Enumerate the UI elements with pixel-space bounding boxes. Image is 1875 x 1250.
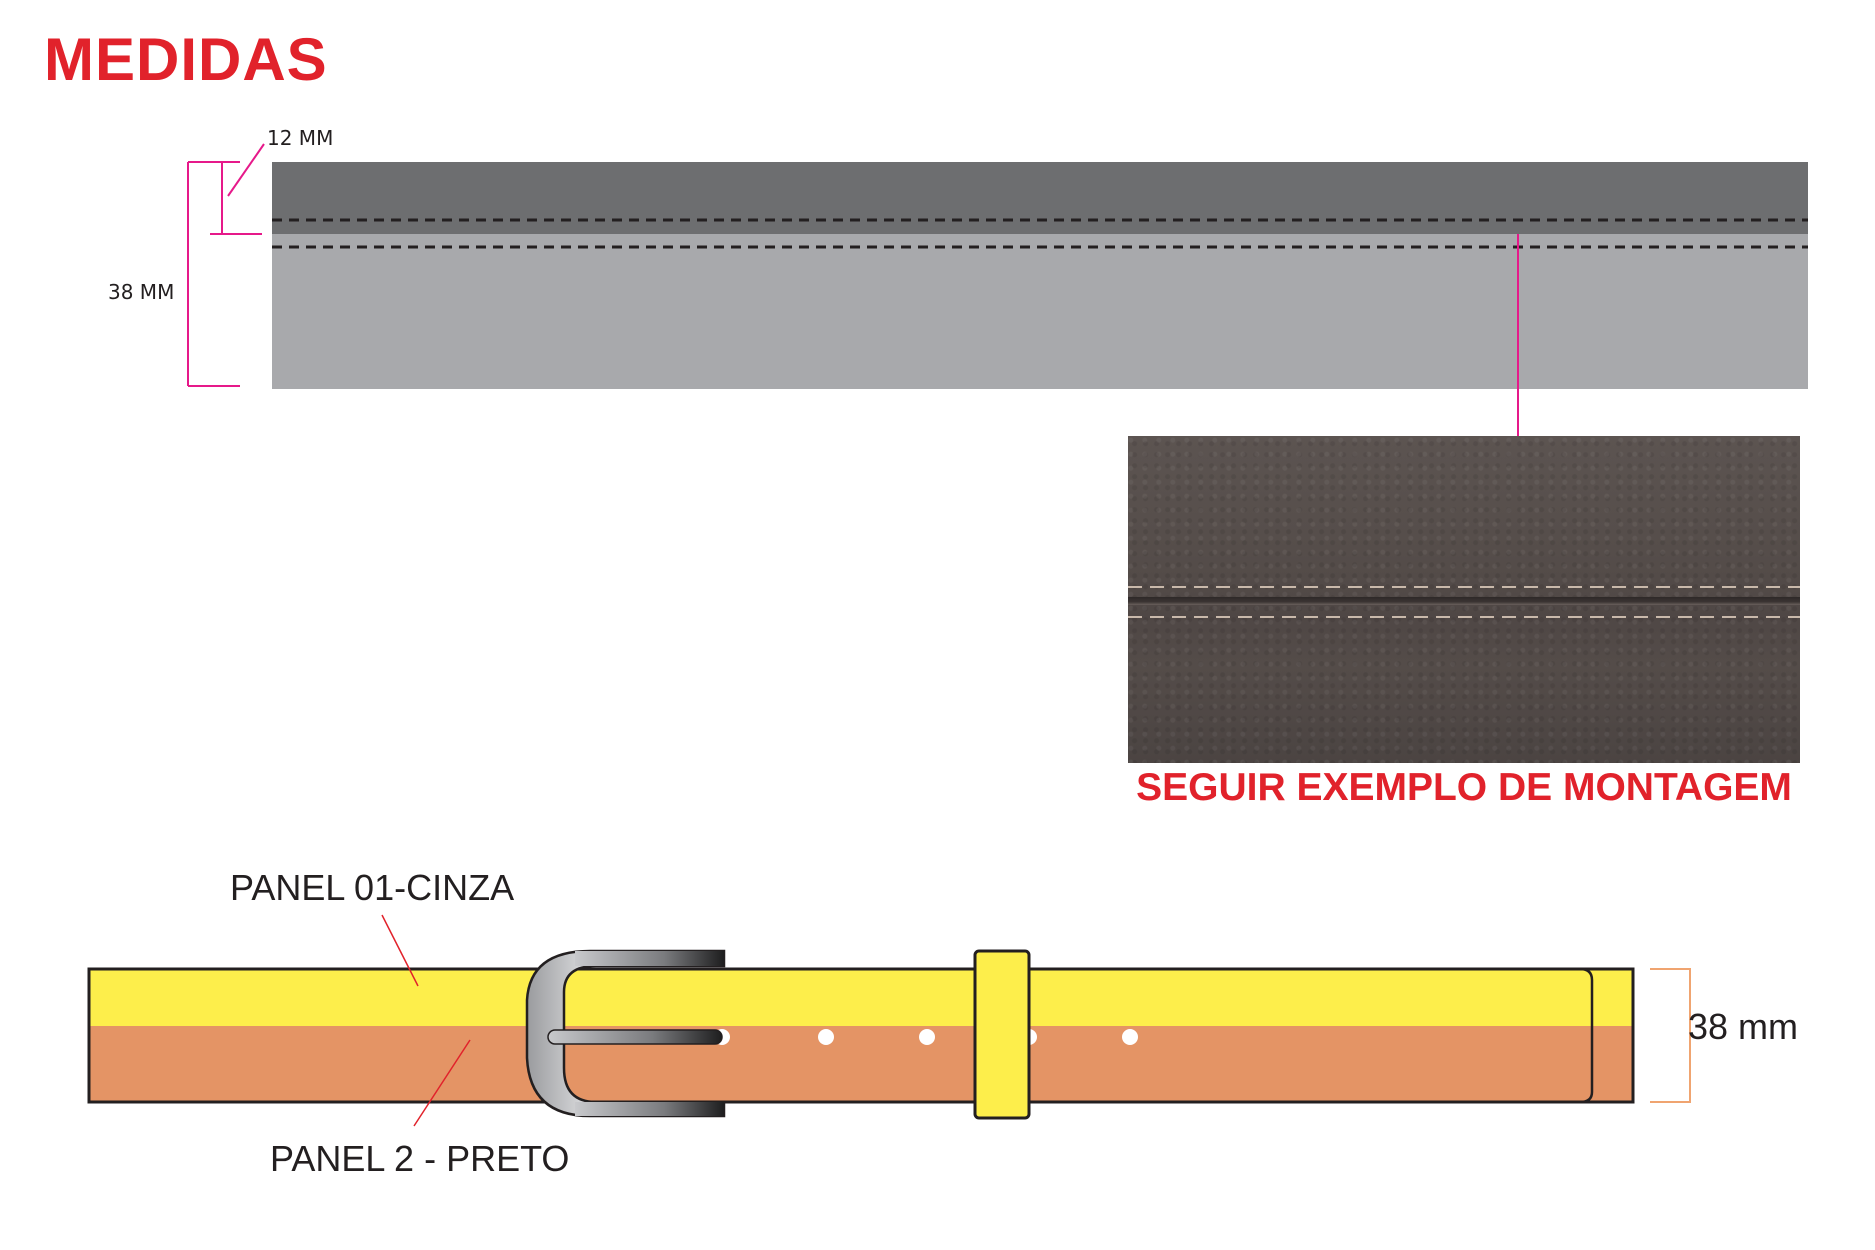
panel-1-label: PANEL 01-CINZA xyxy=(230,867,515,908)
panel-bottom-band xyxy=(272,234,1808,389)
page-title: MEDIDAS xyxy=(44,26,328,93)
belt-hole xyxy=(818,1029,834,1045)
belt-hole xyxy=(919,1029,935,1045)
dimension-label-12mm: 12 MM xyxy=(267,126,334,150)
belt-buckle-icon xyxy=(525,949,726,1118)
dimension-label-38mm: 38 MM xyxy=(108,280,175,304)
seam-groove xyxy=(1128,597,1800,605)
belt-panel-2 xyxy=(89,1026,1633,1102)
belt-outline xyxy=(87,967,1635,1104)
belt-tip-curve xyxy=(1579,967,1594,1104)
belt-illustration xyxy=(87,914,1691,1127)
dimension-bracket-belt xyxy=(1650,968,1691,1103)
leather-stitch-photo xyxy=(1128,436,1800,763)
assembly-caption: SEGUIR EXEMPLO DE MONTAGEM xyxy=(1136,766,1792,809)
dimension-bracket-12mm xyxy=(210,162,262,235)
belt-width-label: 38 mm xyxy=(1688,1006,1799,1047)
stitch-seam-upper xyxy=(1128,586,1800,588)
dimension-bracket-38mm xyxy=(187,161,240,387)
leader-line-panel-2 xyxy=(413,1039,471,1127)
belt-hole xyxy=(1122,1029,1138,1045)
dimension-marks-top xyxy=(187,143,1519,484)
stitch-seam-lower xyxy=(1128,616,1800,618)
leader-line-panel-1 xyxy=(381,914,419,987)
panel-2-label: PANEL 2 - PRETO xyxy=(270,1138,570,1179)
belt-panel-1 xyxy=(89,969,1633,1026)
belt-loop-icon xyxy=(973,949,1031,1120)
panel-top-band xyxy=(272,162,1808,234)
leader-line-12mm xyxy=(227,143,265,197)
